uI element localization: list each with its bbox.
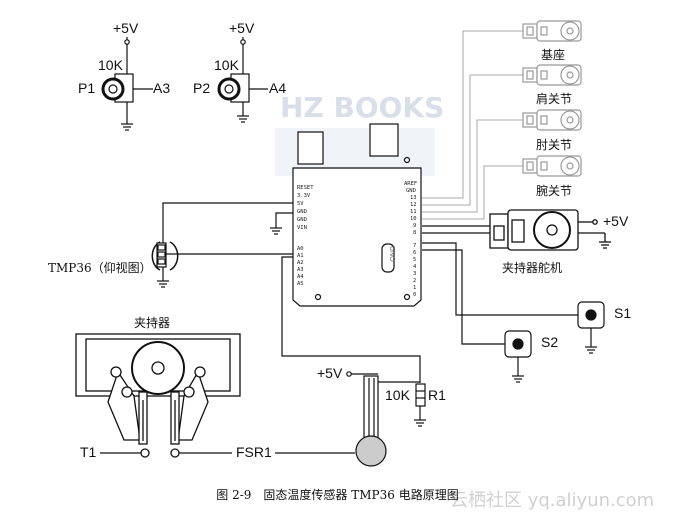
figure-caption: 图 2-9 固态温度传感器 TMP36 电路原理图 bbox=[216, 488, 459, 502]
board-pin-a2: A2 bbox=[297, 260, 304, 266]
servo-label-wrist: 腕关节 bbox=[536, 183, 572, 198]
p2-pin-label: A4 bbox=[269, 80, 286, 96]
servo-wrist bbox=[522, 155, 582, 177]
gripper-servo-label: 夹持器舵机 bbox=[502, 260, 562, 275]
switch-s1-label: S1 bbox=[614, 305, 631, 321]
board-pin-12: 12 bbox=[410, 202, 417, 208]
servo-label-base: 基座 bbox=[541, 47, 565, 62]
board-pin-0: 0 bbox=[413, 292, 416, 298]
servo-elbow bbox=[522, 109, 582, 131]
p1-pin-label: A3 bbox=[153, 80, 170, 96]
p2-supply-label: +5V bbox=[229, 20, 255, 36]
arm-servos bbox=[522, 20, 582, 177]
gripper-drawing bbox=[75, 333, 355, 458]
board-pin-7: 7 bbox=[413, 243, 416, 249]
p1-supply-label: +5V bbox=[113, 20, 139, 36]
potentiometer-p1: +5V 10K P1 A3 bbox=[78, 20, 170, 131]
gripper-servo bbox=[422, 209, 611, 251]
board-pin-1: 1 bbox=[413, 285, 416, 291]
board-pin-13: 13 bbox=[410, 195, 417, 201]
watermark-text: HZ BOOKS bbox=[280, 91, 444, 124]
board-pin-a0: A0 bbox=[297, 246, 304, 252]
servo-labels: 基座 肩关节 肘关节 腕关节 bbox=[536, 47, 572, 198]
fsr-supply-label: +5V bbox=[317, 365, 343, 381]
board-pin-a5: A5 bbox=[297, 281, 304, 287]
fsr-label: FSR1 bbox=[236, 444, 272, 460]
board-pin-a4: A4 bbox=[297, 274, 304, 280]
r1-value-label: 10K bbox=[385, 387, 411, 403]
servo-wires bbox=[422, 30, 523, 220]
switch-s2-label: S2 bbox=[541, 334, 558, 350]
board-pin-aref: AREF bbox=[404, 181, 417, 187]
switch-s1 bbox=[577, 301, 605, 354]
gripper-label: 夹持器 bbox=[134, 315, 170, 330]
gripper-servo-supply: +5V bbox=[603, 213, 629, 229]
arduino-uno-board: UNO RESET 3.3V 5V GND GND VIN A0 A1 A2 A… bbox=[292, 123, 422, 307]
servo-shoulder bbox=[522, 64, 582, 86]
board-pin-3v3: 3.3V bbox=[297, 193, 311, 199]
p1-name-label: P1 bbox=[78, 80, 95, 96]
board-left-pin-labels: RESET 3.3V 5V GND GND VIN A0 A1 A2 A3 A4… bbox=[297, 185, 314, 287]
switch-s2 bbox=[504, 330, 532, 383]
board-pin-a3: A3 bbox=[297, 267, 304, 273]
board-pin-gnd2: GND bbox=[297, 217, 307, 223]
board-pin-vin: VIN bbox=[297, 225, 307, 231]
terminal-t1-label: T1 bbox=[80, 444, 97, 460]
board-pin-6: 6 bbox=[413, 250, 416, 256]
board-pin-a1: A1 bbox=[297, 253, 304, 259]
servo-label-elbow: 肘关节 bbox=[536, 137, 572, 152]
p1-value-label: 10K bbox=[98, 57, 124, 73]
servo-label-shoulder: 肩关节 bbox=[536, 91, 572, 106]
board-pin-11: 11 bbox=[410, 209, 417, 215]
p2-value-label: 10K bbox=[214, 57, 240, 73]
board-pin-9: 9 bbox=[413, 223, 416, 229]
switches bbox=[422, 242, 605, 383]
board-pin-reset: RESET bbox=[297, 185, 314, 191]
board-pin-10: 10 bbox=[410, 216, 417, 222]
board-pin-gnd1: GND bbox=[297, 209, 307, 215]
site-watermark: 云栖社区 yq.aliyun.com bbox=[450, 490, 654, 511]
board-pin-8: 8 bbox=[413, 230, 416, 236]
board-right-pin-labels: AREF GND 13 12 11 10 9 8 7 6 5 4 3 2 1 0 bbox=[404, 181, 417, 298]
tmp36-sensor bbox=[151, 202, 421, 383]
board-pin-2: 2 bbox=[413, 278, 416, 284]
fsr-circuit bbox=[346, 371, 426, 467]
p2-name-label: P2 bbox=[193, 80, 210, 96]
board-pin-4: 4 bbox=[413, 264, 417, 270]
board-logo: UNO bbox=[388, 246, 395, 262]
tmp36-label: TMP36（仰视图） bbox=[48, 260, 152, 275]
board-pin-gnd3: GND bbox=[406, 188, 416, 194]
servo-base bbox=[522, 20, 582, 42]
board-pin-5: 5 bbox=[413, 257, 416, 263]
r1-name-label: R1 bbox=[428, 387, 446, 403]
potentiometer-p2: +5V 10K P2 A4 bbox=[193, 20, 286, 123]
board-pin-3: 3 bbox=[413, 271, 416, 277]
board-pin-5v: 5V bbox=[297, 201, 304, 207]
